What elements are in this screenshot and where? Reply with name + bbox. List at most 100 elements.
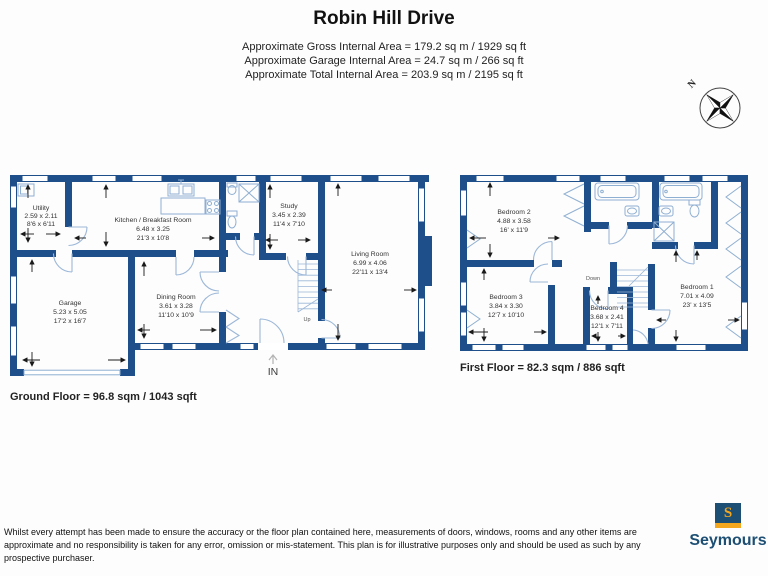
ground-floor-summary: Ground Floor = 96.8 sqm / 1043 sqft	[10, 391, 197, 403]
ground-room-labels: Utility 2.59 x 2.11 8'6 x 6'11 Kitchen /…	[24, 203, 389, 325]
ground-walls	[10, 175, 432, 376]
garage-imperial: 17'2 x 16'7	[54, 318, 87, 325]
living-metric: 6.99 x 4.06	[353, 260, 387, 267]
first-fixtures	[466, 182, 742, 339]
first-windows	[460, 175, 748, 351]
hob-icon	[205, 199, 221, 215]
first-walls	[460, 175, 748, 351]
ensuite-door	[674, 245, 695, 265]
dining-imperial: 11'10 x 10'9	[158, 312, 194, 319]
entrance-label: IN	[268, 366, 279, 378]
ground-fixtures	[17, 179, 260, 229]
garage-door	[23, 369, 121, 376]
wc-door	[234, 236, 255, 256]
disclaimer-text: Whilst every attempt has been made to en…	[4, 527, 641, 563]
agency-logo: S Seymours	[686, 503, 768, 550]
compass-rose-icon: N	[686, 77, 741, 129]
ensuite-toilet-icon	[688, 199, 701, 218]
bedroom3-metric: 3.84 x 3.30	[489, 303, 523, 310]
first-measure-arrows	[468, 182, 740, 342]
bedroom1-name: Bedroom 1	[680, 284, 713, 291]
utility-sink-icon	[17, 183, 35, 197]
ground-stairs: Up	[297, 260, 319, 323]
living-name: Living Room	[351, 251, 389, 258]
first-room-labels: Bedroom 2 4.88 x 3.58 16' x 11'9 Bedroom…	[488, 209, 714, 330]
kitchen-imperial: 21'3 x 10'8	[137, 235, 170, 242]
kitchen-island	[160, 197, 206, 215]
bedroom2-door	[532, 240, 553, 261]
stairs-down-label: Down	[586, 276, 600, 282]
first-stairs: Down	[586, 266, 649, 308]
utility-name: Utility	[33, 205, 50, 212]
living-imperial: 22'11 x 13'4	[352, 269, 388, 276]
living-room-door	[321, 318, 341, 339]
bedroom3-imperial: 12'7 x 10'10	[488, 312, 524, 319]
dining-double-door-bottom	[199, 292, 220, 313]
logo-name: Seymours	[689, 532, 767, 549]
first-floor-summary: First Floor = 82.3 sqm / 886 sqft	[460, 362, 625, 374]
bathroom-door	[608, 225, 629, 245]
logo-monogram: S	[715, 503, 741, 523]
ensuite-basin-icon	[658, 205, 674, 217]
basin-icon	[624, 205, 640, 217]
page-title: Robin Hill Drive	[313, 8, 455, 29]
hall-closet-icon	[225, 309, 241, 344]
kitchen-name: Kitchen / Breakfast Room	[114, 217, 191, 224]
ground-doors	[52, 226, 341, 344]
front-door	[259, 318, 285, 344]
compass-north-label: N	[686, 77, 699, 90]
study-door	[286, 256, 307, 276]
bedroom1-door	[651, 309, 671, 330]
bedroom3-name: Bedroom 3	[489, 294, 522, 301]
utility-imperial: 8'6 x 6'11	[27, 221, 55, 228]
front-door-opening	[258, 343, 288, 350]
dining-double-door-top	[199, 271, 220, 292]
bedroom4-metric: 3.68 x 2.41	[590, 314, 624, 321]
study-imperial: 11'4 x 7'10	[273, 221, 305, 228]
kitchen-sink-icon	[167, 179, 195, 197]
ground-floor-plan: Up Utility 2.59 x 2.11 8'6 x 6'11 Kitche…	[10, 175, 432, 378]
dining-metric: 3.61 x 3.28	[159, 303, 193, 310]
ground-windows	[10, 175, 425, 376]
dining-name: Dining Room	[156, 294, 196, 301]
bedroom3-closet-icon	[466, 309, 481, 329]
bedroom2-name: Bedroom 2	[497, 209, 530, 216]
ensuite-shower-icon	[653, 221, 675, 242]
bedroom4-door	[588, 290, 609, 310]
bedroom3-door	[529, 263, 549, 283]
garage-metric: 5.23 x 5.05	[53, 309, 87, 316]
study-name: Study	[280, 203, 298, 210]
shower-icon	[238, 183, 260, 203]
stairs-up-label: Up	[303, 317, 310, 323]
first-floor-plan: Down Bedroom 2 4.88 x 3.58 16' x 11'9 Be…	[460, 175, 748, 351]
bedroom4-name: Bedroom 4	[590, 305, 623, 312]
kitchen-metric: 6.48 x 3.25	[136, 226, 170, 233]
bath-icon	[594, 182, 640, 201]
first-doors	[529, 225, 695, 345]
toilet-icon	[226, 210, 238, 229]
bedroom2-wardrobe-icon	[562, 183, 585, 227]
total-area-line: Approximate Total Internal Area = 203.9 …	[245, 69, 523, 81]
cupboard-door	[632, 329, 649, 345]
study-metric: 3.45 x 2.39	[272, 212, 306, 219]
kitchen-dining-door	[175, 256, 195, 276]
area-summary: Approximate Gross Internal Area = 179.2 …	[0, 40, 768, 82]
gross-area-line: Approximate Gross Internal Area = 179.2 …	[241, 41, 526, 53]
bedroom2-imperial: 16' x 11'9	[500, 227, 528, 234]
bedroom1-metric: 7.01 x 4.09	[680, 293, 714, 300]
bedroom4-imperial: 12'1 x 7'11	[591, 323, 623, 330]
logo-gold-bar	[715, 523, 741, 528]
garage-name: Garage	[59, 300, 82, 307]
bedroom1-imperial: 23' x 13'5	[683, 302, 712, 309]
wc-basin-icon	[226, 182, 238, 195]
utility-metric: 2.59 x 2.11	[24, 213, 57, 220]
garage-area-line: Approximate Garage Internal Area = 24.7 …	[244, 55, 524, 67]
ensuite-bath-icon	[659, 182, 703, 201]
bedroom2-closet-icon	[466, 229, 481, 249]
ground-measure-arrows	[20, 183, 417, 367]
utility-door	[68, 226, 88, 247]
bedroom1-wardrobe-icon	[725, 185, 742, 339]
entrance-arrow-icon	[268, 354, 278, 364]
bedroom2-metric: 4.88 x 3.58	[497, 218, 531, 225]
